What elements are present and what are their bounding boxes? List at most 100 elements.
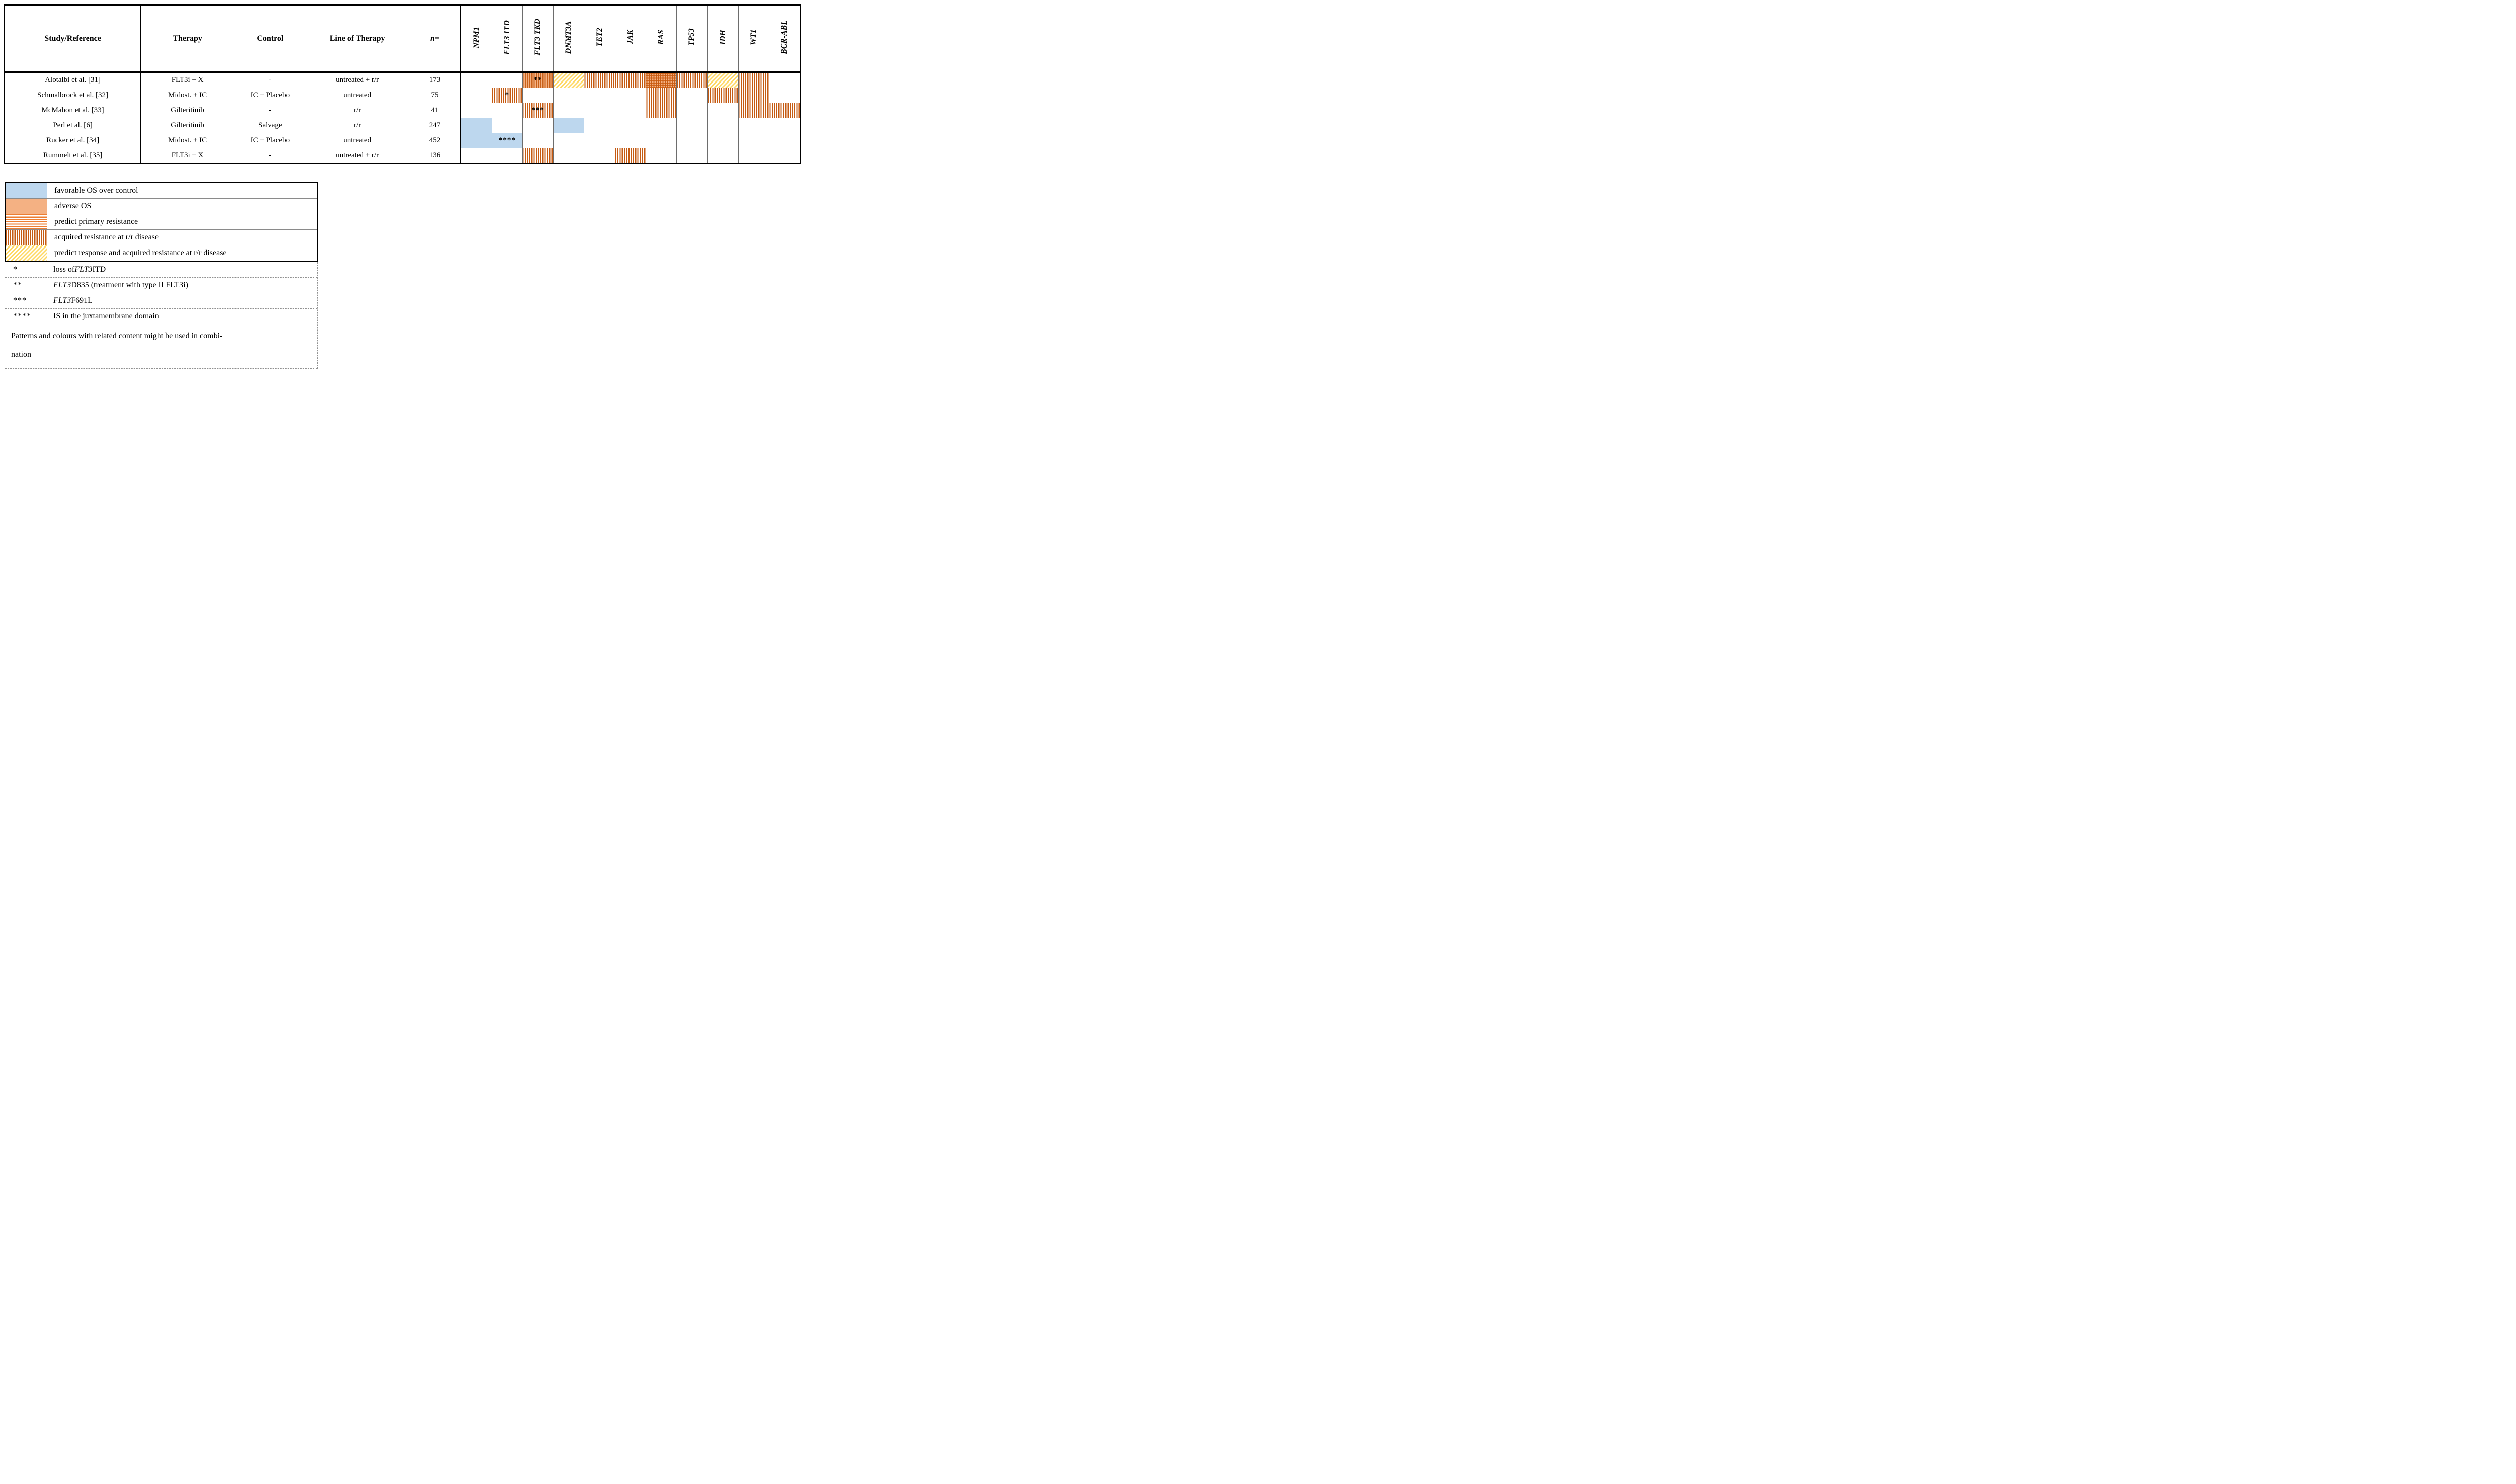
column-header-study-reference: Study/Reference xyxy=(4,5,141,73)
gene-cell-npm1 xyxy=(460,88,492,103)
gene-cell-npm1 xyxy=(460,148,492,164)
legend-label: adverse OS xyxy=(54,202,92,210)
study-cell: McMahon et al. [33] xyxy=(4,103,141,118)
gene-cell-bcr-abl xyxy=(769,118,801,133)
text: IS in the juxtamembrane domain xyxy=(53,312,159,320)
gene-cell-npm1 xyxy=(460,103,492,118)
gene-cell-idh xyxy=(707,72,739,88)
gene-cell-tp53 xyxy=(676,88,708,103)
therapy-cell: Midost. + IC xyxy=(140,133,234,148)
gene-cell-dnmt3a xyxy=(553,148,585,164)
therapy-cell: FLT3i + X xyxy=(140,148,234,164)
gene-cell-flt3-tkd: ** xyxy=(522,72,554,88)
gene-cell-bcr-abl xyxy=(769,133,801,148)
gene-cell-jak xyxy=(614,118,647,133)
gene-cell-npm1 xyxy=(460,118,492,133)
line-of-therapy-cell: untreated + r/r xyxy=(305,72,409,88)
gene-header-tp53: TP53 xyxy=(676,5,708,73)
gene-cell-dnmt3a xyxy=(553,118,585,133)
footnote-row-4: **** IS in the juxtamembrane domain xyxy=(5,309,317,324)
gene-cell-tp53 xyxy=(676,133,708,148)
gene-header-label: WT1 xyxy=(749,29,758,45)
page: { "colors": { "favorable_blue": "#BDD7EE… xyxy=(0,0,805,371)
therapy-cell: Midost. + IC xyxy=(140,88,234,103)
matrix-body: Alotaibi et al. [31]FLT3i + X-untreated … xyxy=(4,72,801,164)
gene-header-label: DNMT3A xyxy=(564,21,573,54)
gene-cell-idh xyxy=(707,103,739,118)
line-of-therapy-cell: untreated xyxy=(305,133,409,148)
line-of-therapy-cell: untreated xyxy=(305,88,409,103)
line-of-therapy-cell: untreated + r/r xyxy=(305,148,409,164)
gene-cell-dnmt3a xyxy=(553,103,585,118)
gene-cell-ras xyxy=(646,133,677,148)
gene-cell-wt1 xyxy=(738,72,770,88)
footnote-row-1: *loss of FLT3 ITD xyxy=(5,262,317,278)
note-line: Patterns and colours with related conten… xyxy=(11,332,223,340)
footnote-symbol: **** xyxy=(5,309,46,324)
gene-header-label: IDH xyxy=(718,30,727,45)
gene-cell-ras xyxy=(646,148,677,164)
gene-header-label: FLT3 ITD xyxy=(502,20,511,55)
gene-cell-jak xyxy=(614,88,647,103)
gene-cell-ras xyxy=(646,118,677,133)
gene-cell-idh xyxy=(707,88,739,103)
legend-swatch-d xyxy=(6,245,47,261)
italic-text: FLT3 xyxy=(53,281,71,289)
gene-header-label: BCR-ABL xyxy=(780,20,789,54)
text: D835 (treatment with type II FLT3i) xyxy=(71,281,188,289)
gene-cell-flt3-tkd xyxy=(522,148,554,164)
gene-cell-idh xyxy=(707,118,739,133)
gene-cell-ras xyxy=(646,103,677,118)
gene-cell-wt1 xyxy=(738,103,770,118)
n-cell: 452 xyxy=(408,133,461,148)
gene-cell-flt3-itd xyxy=(491,118,523,133)
footnote-row-3: *** FLT3 F691L xyxy=(5,293,317,309)
control-cell: - xyxy=(233,148,306,164)
footnote-text: loss of FLT3 ITD xyxy=(46,262,317,277)
n-cell: 75 xyxy=(408,88,461,103)
gene-header-flt3-itd: FLT3 ITD xyxy=(491,5,523,73)
gene-cell-wt1 xyxy=(738,133,770,148)
control-cell: Salvage xyxy=(233,118,306,133)
note-line: nation xyxy=(11,350,31,359)
n-cell: 136 xyxy=(408,148,461,164)
gene-header-flt3-tkd: FLT3 TKD xyxy=(522,5,554,73)
italic-text: FLT3 xyxy=(53,296,71,305)
gene-cell-jak xyxy=(614,72,647,88)
text: Therapy xyxy=(173,34,202,43)
text: F691L xyxy=(71,296,93,305)
gene-header-ras: RAS xyxy=(646,5,677,73)
gene-cell-bcr-abl xyxy=(769,148,801,164)
legend-footnote-section: *loss of FLT3 ITD**FLT3 D835 (treatment … xyxy=(5,262,318,369)
footnote-symbol: * xyxy=(5,262,46,277)
control-cell: - xyxy=(233,72,306,88)
legend-row-acquired-resistance-at-r-r-disease: acquired resistance at r/r disease xyxy=(6,229,317,245)
gene-cell-flt3-itd xyxy=(491,103,523,118)
legend-row-predict-primary-resistance: predict primary resistance xyxy=(6,214,317,229)
legend-label: predict primary resistance xyxy=(54,217,138,226)
study-cell: Alotaibi et al. [31] xyxy=(4,72,141,88)
gene-cell-npm1 xyxy=(460,72,492,88)
control-cell: IC + Placebo xyxy=(233,88,306,103)
gene-cell-bcr-abl xyxy=(769,72,801,88)
study-cell: Schmalbrock et al. [32] xyxy=(4,88,141,103)
footnote-text: FLT3 D835 (treatment with type II FLT3i) xyxy=(46,278,317,293)
gene-cell-flt3-itd: **** xyxy=(491,133,523,148)
control-cell: - xyxy=(233,103,306,118)
gene-cell-flt3-itd: * xyxy=(491,88,523,103)
gene-cell-bcr-abl xyxy=(769,103,801,118)
column-header-therapy: Therapy xyxy=(140,5,234,73)
gene-cell-jak xyxy=(614,148,647,164)
legend-row-predict-response-and-acquired-resistance-at-r-r-disease: predict response and acquired resistance… xyxy=(6,245,317,261)
gene-cell-tp53 xyxy=(676,72,708,88)
study-cell: Rucker et al. [34] xyxy=(4,133,141,148)
legend-swatch-b xyxy=(6,183,47,198)
study-cell: Perl et al. [6] xyxy=(4,118,141,133)
footnote-symbol: *** xyxy=(5,293,46,308)
control-cell: IC + Placebo xyxy=(233,133,306,148)
